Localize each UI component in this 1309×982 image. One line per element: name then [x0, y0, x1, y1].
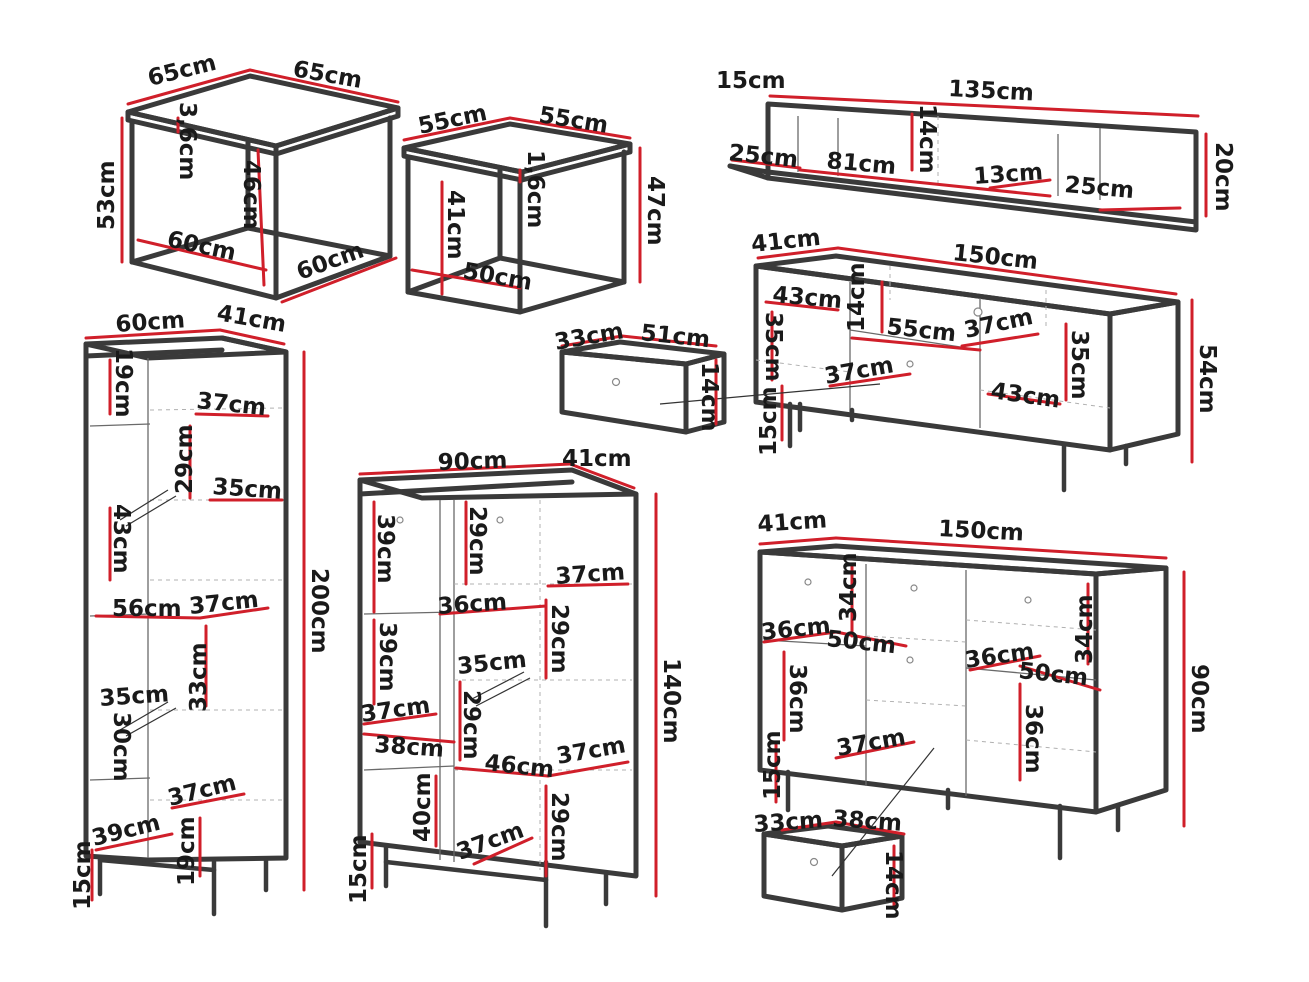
label-sb-top-height: 34cm: [836, 552, 862, 622]
label-hb-width: 90cm: [437, 448, 507, 476]
label-sbd-depth: 33cm: [753, 807, 824, 838]
label-sb-middle-width: 50cm: [825, 626, 897, 659]
label-tc-height: 200cm: [306, 568, 332, 654]
label-tc-shelf3-depth: 37cm: [165, 770, 239, 812]
label-tv-left-compartment: 35cm: [760, 312, 786, 382]
label-ws-middle-width: 81cm: [825, 148, 897, 180]
label-tv-drawer-height: 14cm: [844, 262, 870, 332]
wall-shelf: 15cm 135cm 14cm 20cm 25cm 81cm 13cm 25cm: [716, 68, 1236, 233]
label-tv-width: 150cm: [951, 240, 1039, 275]
label-hb-glass-height: 29cm: [458, 690, 484, 760]
label-sb-width: 150cm: [938, 516, 1025, 546]
label-hb-center-width: 46cm: [483, 750, 555, 783]
label-tv-shelf-depth: 37cm: [823, 352, 896, 390]
label-tv-depth: 41cm: [750, 225, 822, 258]
label-ws-height: 20cm: [1210, 142, 1236, 212]
label-tc-lower-glass-height: 30cm: [108, 712, 134, 782]
label-tv-right-compartment: 35cm: [1066, 330, 1092, 400]
label-hb-leg-height: 15cm: [346, 834, 372, 904]
label-ws-width: 135cm: [948, 76, 1035, 106]
sideboard: 41cm 150cm 34cm 36cm 50cm 34cm 36cm 50cm…: [757, 507, 1212, 861]
label-sb-right-top-height: 34cm: [1072, 594, 1098, 664]
label-tv-drawer-depth: 43cm: [771, 282, 843, 314]
label-cts-width: 55cm: [537, 102, 610, 139]
label-tc-shelf2-depth: 37cm: [188, 587, 260, 620]
label-ctl-inner-height: 46cm: [238, 160, 264, 230]
label-hb-right-top-height: 29cm: [464, 506, 490, 576]
label-hb-left-shelf-depth: 37cm: [359, 693, 432, 728]
label-ws-divider-height: 14cm: [914, 104, 940, 174]
label-tvd-height: 14cm: [696, 362, 722, 432]
label-hb-inner-depth: 36cm: [437, 589, 508, 620]
label-tc-leg-height: 15cm: [70, 840, 96, 910]
label-sb-shelf-depth: 37cm: [835, 724, 908, 762]
label-tvd-width: 51cm: [639, 320, 711, 353]
label-hb-shelf-depth: 37cm: [555, 559, 626, 590]
label-tc-door-height: 43cm: [108, 504, 134, 574]
label-tv-height: 54cm: [1194, 344, 1220, 414]
tall-cabinet: 60cm 41cm 19cm 37cm 29cm 35cm 43cm 56cm …: [70, 300, 332, 917]
label-tvd-depth: 33cm: [553, 318, 626, 356]
label-ctl-top-thickness: 3,6cm: [174, 102, 200, 180]
label-tc-width: 60cm: [115, 307, 186, 338]
label-cts-inner-height: 41cm: [442, 190, 468, 260]
label-cts-height: 47cm: [642, 176, 668, 246]
label-tc-shelf-width: 56cm: [112, 596, 182, 622]
coffee-table-small: 55cm 55cm 1,6cm 47cm 41cm 50cm: [401, 100, 668, 315]
tv-stand: 41cm 150cm 43cm 14cm 55cm 37cm 35cm 35cm…: [750, 225, 1220, 493]
label-tc-compartment-height: 33cm: [186, 642, 212, 712]
label-sb-left-height: 36cm: [784, 664, 810, 734]
sideboard-drawer: 33cm 38cm 14cm: [753, 747, 935, 920]
label-tc-shelf1-depth: 37cm: [195, 388, 267, 421]
label-tc-bottom-height: 19cm: [174, 816, 200, 886]
label-sb-right-lower-height: 36cm: [1020, 704, 1046, 774]
label-sb-leg-height: 15cm: [760, 730, 786, 800]
label-ws-shelf-gap: 13cm: [973, 159, 1044, 190]
label-hb-mid-height: 29cm: [546, 604, 572, 674]
label-ws-depth: 15cm: [716, 68, 786, 94]
label-hb-bottom-height: 40cm: [410, 772, 436, 842]
highboard: 90cm 41cm 39cm 29cm 37cm 36cm 29cm 39cm …: [346, 446, 684, 929]
label-tc-lower-glass-depth: 35cm: [99, 681, 170, 712]
label-sbd-height: 14cm: [880, 850, 906, 920]
label-cts-depth: 55cm: [416, 100, 489, 140]
label-hb-left-top-height: 39cm: [372, 514, 398, 584]
label-sb-depth: 41cm: [757, 507, 828, 538]
label-tv-drawer-inner-depth: 37cm: [962, 304, 1035, 344]
label-hb-height: 140cm: [658, 658, 684, 744]
label-hb-depth: 41cm: [562, 446, 632, 472]
label-tc-top-space: 19cm: [110, 348, 136, 418]
label-ctl-height: 53cm: [94, 160, 120, 230]
label-tv-right-shelf-depth: 43cm: [989, 378, 1062, 413]
label-hb-left-shelf-width: 38cm: [374, 732, 445, 763]
label-tv-leg-height: 15cm: [756, 386, 782, 456]
coffee-table-large: 65cm 65cm 3,6cm 53cm 46cm 60cm 60cm: [94, 50, 401, 304]
label-hb-left-mid-height: 39cm: [374, 622, 400, 692]
label-sb-left-depth: 36cm: [760, 613, 832, 646]
label-sbd-width: 38cm: [832, 806, 903, 837]
label-tc-bottom-depth: 39cm: [89, 810, 163, 852]
label-tc-glass-depth: 35cm: [212, 474, 283, 505]
label-ctl-depth: 65cm: [145, 50, 219, 92]
label-cts-top-thickness: 1,6cm: [522, 150, 548, 228]
label-hb-bottom-right-height: 29cm: [546, 792, 572, 862]
label-tc-glass-height: 29cm: [172, 424, 198, 494]
label-sb-height: 90cm: [1186, 664, 1212, 734]
label-ws-right-depth: 25cm: [1063, 172, 1135, 204]
